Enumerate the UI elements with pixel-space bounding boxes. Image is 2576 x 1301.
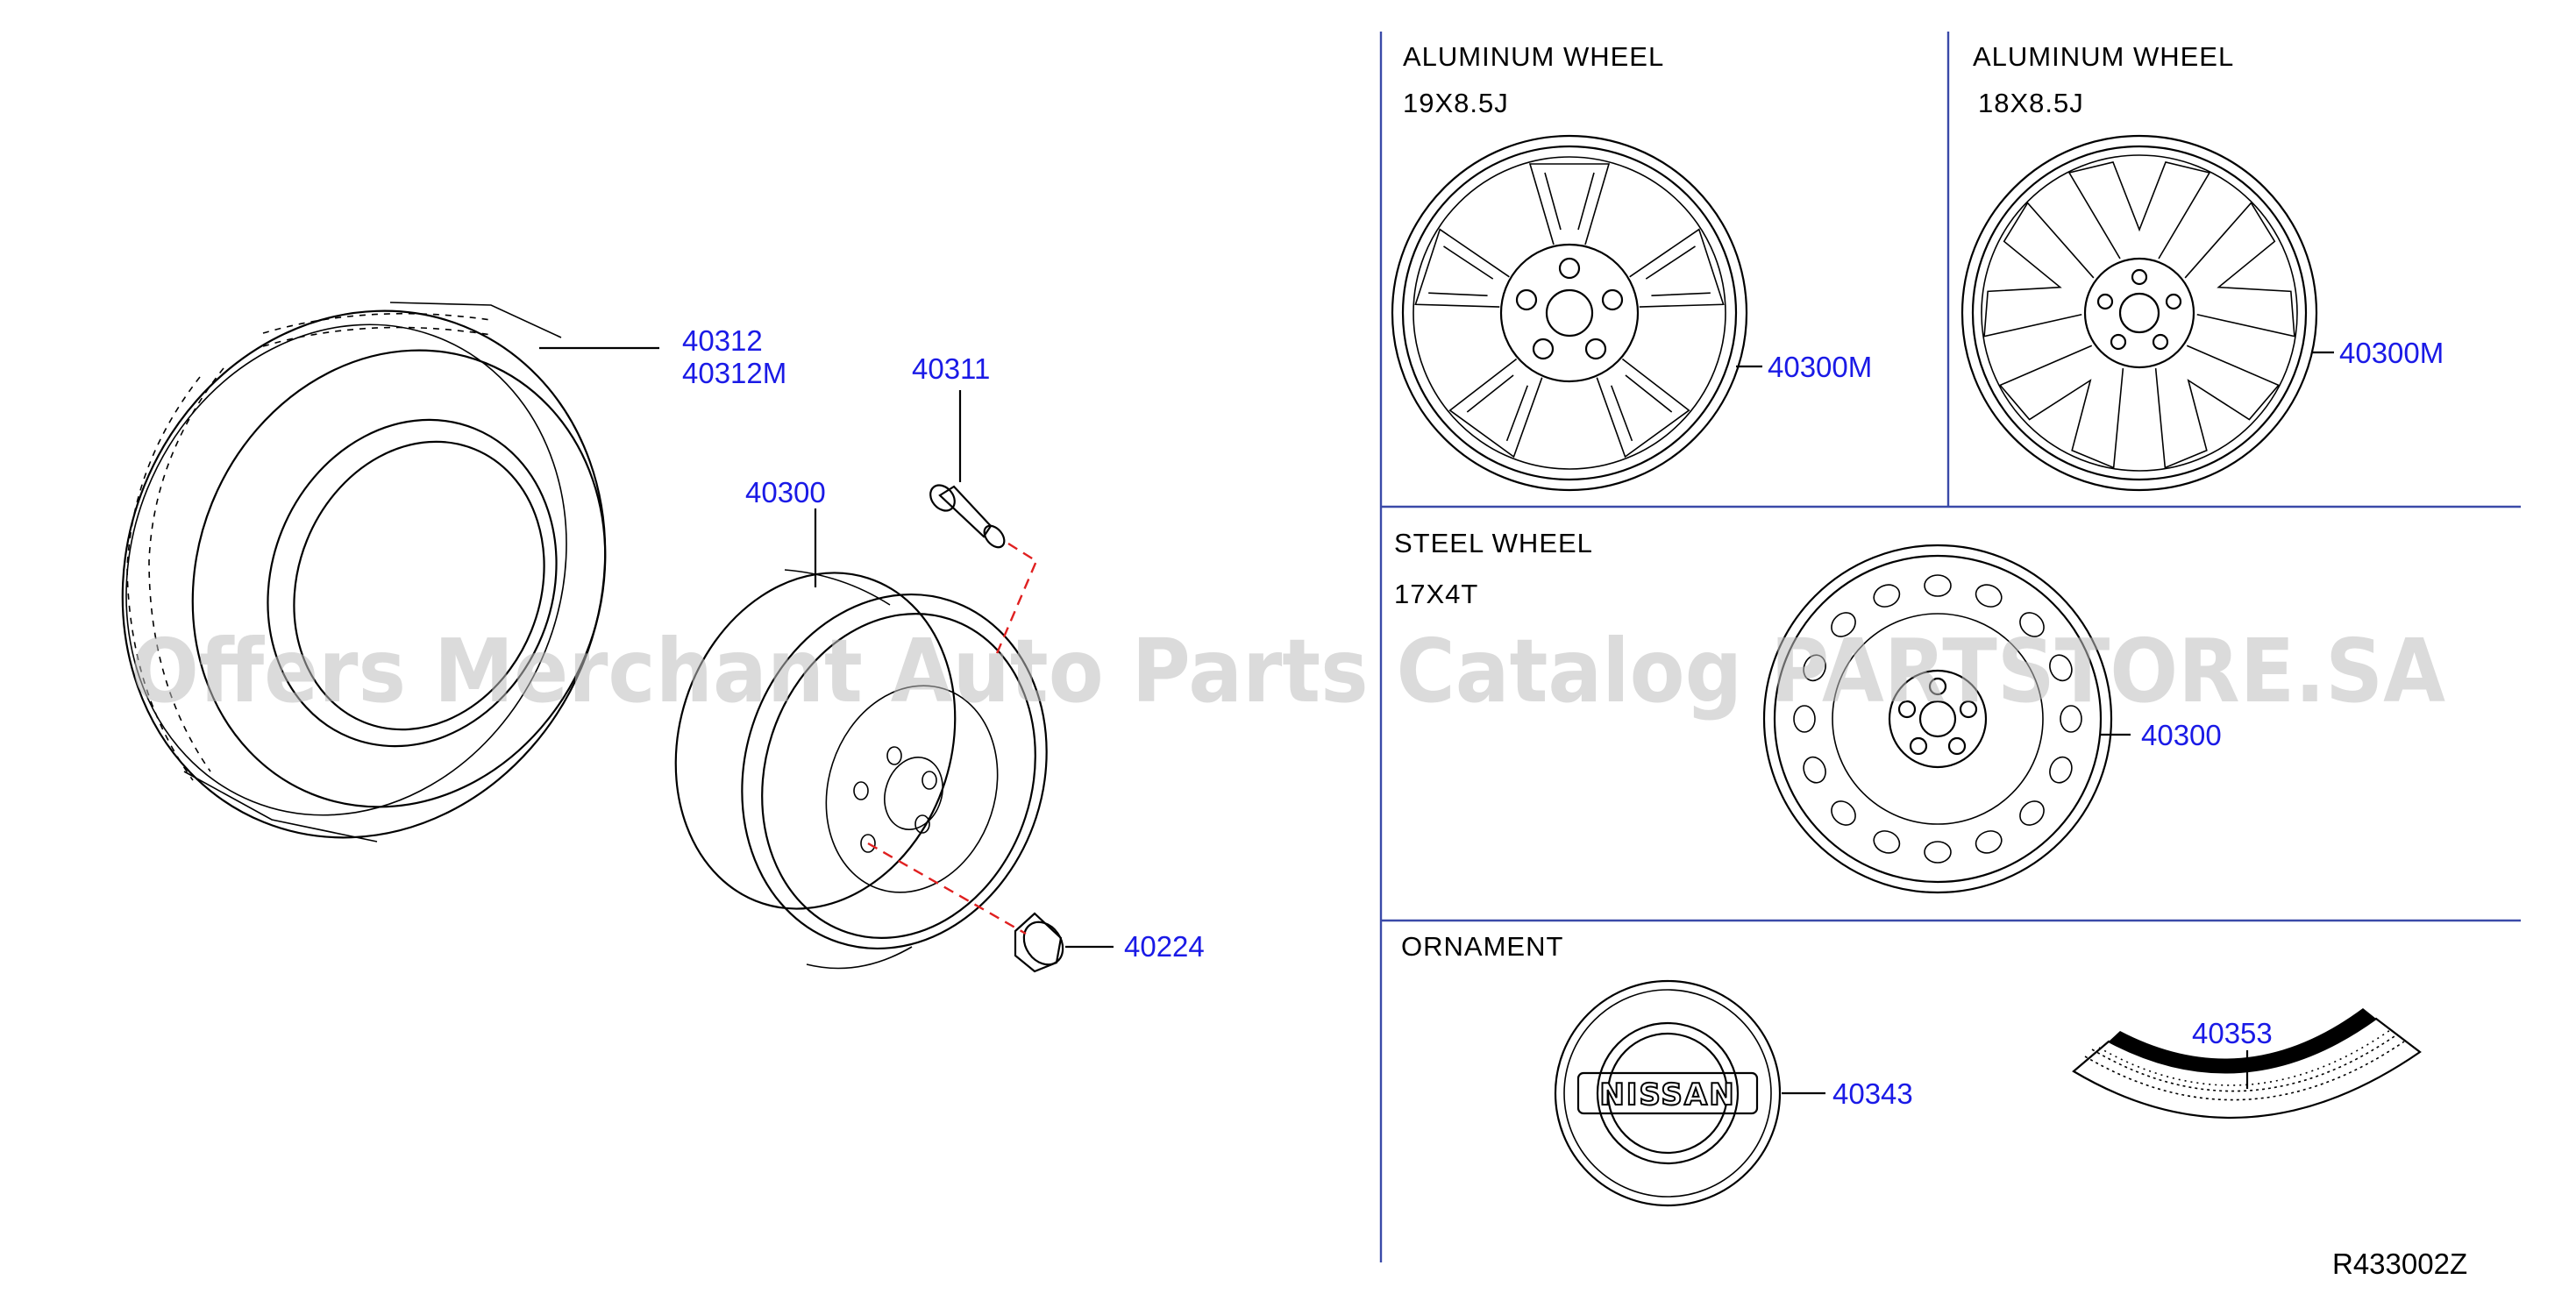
aluminum-wheel-19-illustration[interactable]	[1391, 134, 1748, 492]
vent-hole	[1803, 654, 1826, 682]
part-number-lug-nut[interactable]: 40224	[1124, 930, 1205, 963]
steel-wheel-vent-holes	[1793, 574, 2082, 864]
valve-stem-illustration[interactable]	[926, 480, 1008, 551]
part-number-tire[interactable]: 40312	[682, 324, 763, 357]
tire-illustration[interactable]	[44, 238, 683, 911]
alum2-wheel-size: 18X8.5J	[1978, 88, 2084, 118]
vent-hole	[2019, 612, 2045, 637]
vent-hole	[1793, 705, 1816, 733]
vent-hole	[1831, 800, 1856, 826]
part-number-steel-wheel[interactable]: 40300	[2141, 719, 2222, 751]
spare-tire-label-illustration[interactable]	[2072, 1008, 2422, 1120]
part-number-emblem[interactable]: 40343	[1832, 1077, 1913, 1110]
aluminum-wheel-18-illustration[interactable]	[1960, 134, 2318, 492]
part-number-alum-wheel-19[interactable]: 40300M	[1768, 351, 1872, 383]
vent-hole	[1924, 574, 1952, 597]
part-number-label[interactable]: 40353	[2192, 1017, 2273, 1049]
steel-wheel-size: 17X4T	[1394, 579, 1478, 609]
watermark-text: Offers Merchant Auto Parts Catalog PARTS…	[131, 620, 2445, 722]
spare-wheel-illustration[interactable]	[633, 537, 1092, 989]
part-number-spare-wheel[interactable]: 40300	[745, 476, 826, 508]
steel-section-title: STEEL WHEEL	[1394, 528, 1593, 558]
vent-hole	[2019, 800, 2045, 826]
alum1-wheel-size: 19X8.5J	[1403, 88, 1509, 118]
diagram-reference-code: R433002Z	[2332, 1248, 2467, 1280]
center-cap-emblem-illustration[interactable]: NISSAN	[1554, 979, 1782, 1207]
vent-hole	[1975, 830, 2003, 854]
vent-hole	[2060, 705, 2082, 733]
part-number-tire-m[interactable]: 40312M	[682, 357, 786, 389]
vent-hole	[1975, 584, 2003, 608]
ornament-section-title: ORNAMENT	[1401, 931, 1563, 962]
section-frames	[1379, 32, 2521, 1262]
alum1-section-title: ALUMINUM WHEEL	[1403, 41, 1664, 72]
vent-hole	[2049, 654, 2073, 682]
vent-hole	[1924, 841, 1952, 864]
part-number-alum-wheel-18[interactable]: 40300M	[2339, 337, 2444, 369]
steel-wheel-17-illustration[interactable]	[1762, 544, 2113, 894]
nut-dashed-leader	[867, 842, 1027, 935]
part-number-valve[interactable]: 40311	[912, 352, 990, 385]
vent-hole	[1803, 756, 1826, 784]
vent-hole	[1831, 612, 1856, 637]
emblem-text: NISSAN	[1599, 1077, 1735, 1113]
alum2-section-title: ALUMINUM WHEEL	[1973, 41, 2234, 72]
vent-hole	[2049, 756, 2073, 784]
vent-hole	[1873, 830, 1901, 854]
vent-hole	[1873, 584, 1901, 608]
leader-lines	[539, 346, 2334, 1095]
lug-nut-illustration[interactable]	[1014, 912, 1071, 973]
